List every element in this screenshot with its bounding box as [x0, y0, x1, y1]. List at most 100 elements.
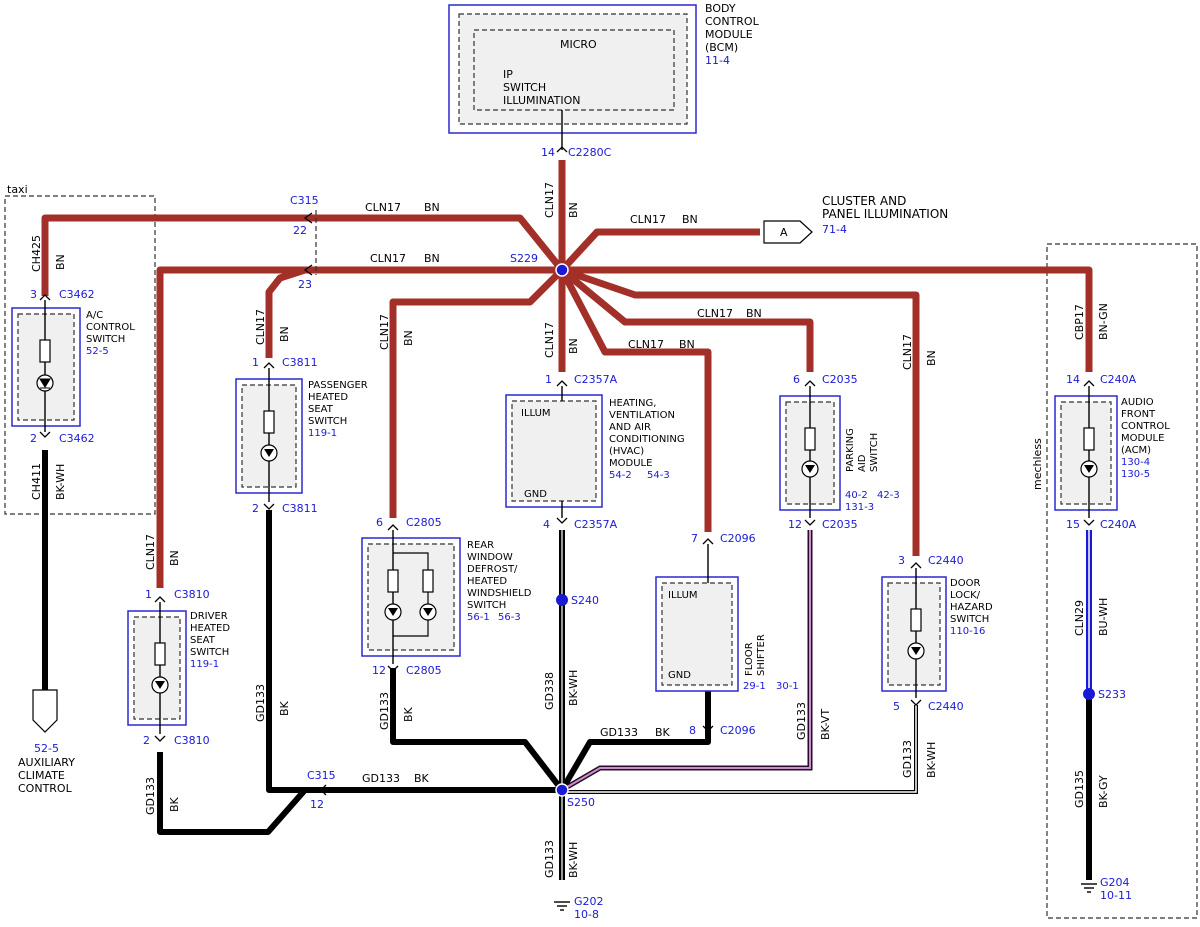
- c315-top-label: C315: [290, 194, 319, 207]
- bcm-pin: 14: [541, 146, 555, 159]
- hvac-wire-circuit: CLN17: [543, 322, 556, 358]
- pass-wire-color: BN: [278, 326, 291, 342]
- hvac-ref-2: 54-3: [647, 470, 670, 481]
- cluster-arrow-icon: [763, 220, 813, 244]
- defrost-title-6: SWITCH: [467, 600, 506, 611]
- acm-pin-top: 14: [1066, 373, 1080, 386]
- bcm-micro-label: MICRO: [560, 38, 597, 51]
- door-title-2: LOCK/: [950, 590, 981, 601]
- splice-s229-dot: [555, 263, 569, 277]
- hvac-illum-label: ILLUM: [521, 408, 551, 419]
- pass-connector-top: C3811: [282, 356, 318, 369]
- door-wire-color: BN: [925, 350, 938, 366]
- driver-wire-circuit: CLN17: [144, 534, 157, 570]
- bcm-ref: 11-4: [705, 54, 730, 67]
- taxi-group-box: [4, 195, 156, 515]
- door-title-1: DOOR: [950, 578, 980, 589]
- hvac-pin-top: 1: [545, 373, 552, 386]
- parking-title-2: AID: [857, 454, 868, 472]
- acm-wire-color: BN-GN: [1097, 303, 1110, 340]
- defrost-title-2: WINDOW: [467, 552, 513, 563]
- pass-connector-bottom: C3811: [282, 502, 318, 515]
- defrost-title-1: REAR: [467, 540, 494, 551]
- hvac-title-6: MODULE: [609, 458, 652, 469]
- defrost-connector-top: C2805: [406, 516, 442, 529]
- driver-pin-bottom: 2: [143, 734, 150, 747]
- shifter-gnd-label: GND: [668, 670, 691, 681]
- splice-s233-dot: [1083, 688, 1095, 700]
- defrost-title-3: DEFROST/: [467, 564, 518, 575]
- parking-wire-color: BN: [746, 307, 762, 320]
- door-pin-top: 3: [898, 554, 905, 567]
- parking-title-3: SWITCH: [869, 433, 880, 472]
- driver-title-2: HEATED: [190, 623, 230, 634]
- ac-gnd-color: BK-WH: [54, 464, 67, 500]
- mechless-group-label: mechless: [1031, 438, 1044, 490]
- pass-gnd-circuit: GD133: [254, 684, 267, 722]
- g202-color: BK-WH: [567, 842, 580, 878]
- bcm-wire-circuit: CLN17: [543, 182, 556, 218]
- shifter-pin-bottom: 8: [689, 724, 696, 737]
- acm-title-2: FRONT: [1121, 409, 1156, 420]
- defrost-gnd-circuit: GD133: [378, 692, 391, 730]
- ground-g202-icon: [554, 901, 570, 911]
- shifter-gnd-color: BK: [655, 726, 671, 739]
- cluster-circuit: CLN17: [630, 213, 666, 226]
- hvac-wire-color: BN: [567, 338, 580, 354]
- driver-connector-top: C3810: [174, 588, 210, 601]
- acm-title-5: (ACM): [1121, 445, 1151, 456]
- shifter-ref-2: 30-1: [776, 681, 799, 692]
- aux-climate-line-3: CONTROL: [18, 782, 73, 795]
- branch-second-circuit: CLN17: [370, 252, 406, 265]
- hvac-pin-bottom: 4: [543, 518, 550, 531]
- pass-gnd-color: BK: [278, 700, 291, 716]
- parking-pin-bottom: 12: [788, 518, 802, 531]
- ac-pin-top: 3: [30, 288, 37, 301]
- aux-climate-line-2: CLIMATE: [18, 769, 65, 782]
- g204-circuit: GD135: [1073, 770, 1086, 808]
- acm-wire-circuit: CBP17: [1073, 304, 1086, 340]
- bcm-inner-line-2: SWITCH: [503, 81, 546, 94]
- hvac-connector-top: C2357A: [574, 373, 618, 386]
- bcm-inner-line-1: IP: [503, 68, 513, 81]
- bcm-title-4: (BCM): [705, 41, 738, 54]
- c315-pin23: 23: [298, 278, 312, 291]
- shifter-illum-label: ILLUM: [668, 590, 698, 601]
- shifter-gnd-circuit: GD133: [600, 726, 638, 739]
- acm-gnd-circuit: CLN29: [1073, 600, 1086, 636]
- branch-second-color: BN: [424, 252, 440, 265]
- cluster-arrow-label: A: [780, 226, 788, 239]
- parking-ref-3: 131-3: [845, 502, 874, 513]
- acm-title-3: CONTROL: [1121, 421, 1170, 432]
- bcm-inner-line-3: ILLUMINATION: [503, 94, 581, 107]
- pass-title-3: SEAT: [308, 404, 334, 415]
- g202-circuit: GD133: [543, 840, 556, 878]
- connector-icon: [556, 146, 568, 153]
- driver-title-3: SEAT: [190, 635, 216, 646]
- hvac-title-1: HEATING,: [609, 398, 656, 409]
- driver-title-1: DRIVER: [190, 611, 228, 622]
- g202-name: G202: [574, 895, 604, 908]
- ground-g204-icon: [1081, 883, 1097, 893]
- parking-ref-1: 40-2: [845, 490, 868, 501]
- defrost-wire-color: BN: [402, 330, 415, 346]
- splice-s229-label: S229: [510, 252, 538, 265]
- acm-ref-1: 130-4: [1121, 457, 1150, 468]
- branch-top-circuit: CLN17: [365, 201, 401, 214]
- c315-pin22: 22: [293, 224, 307, 237]
- splice-s250-label: S250: [567, 796, 595, 809]
- hvac-gnd-color: BK-WH: [567, 670, 580, 706]
- shifter-wire-color: BN: [679, 338, 695, 351]
- shifter-connector-top: C2096: [720, 532, 756, 545]
- shifter-wire-circuit: CLN17: [628, 338, 664, 351]
- parking-title-1: PARKING: [845, 428, 856, 472]
- c315-gnd-circuit: GD133: [362, 772, 400, 785]
- driver-gnd-circuit: GD133: [144, 777, 157, 815]
- pass-wire-circuit: CLN17: [254, 309, 267, 345]
- defrost-pin-top: 6: [376, 516, 383, 529]
- hvac-connector-bottom: C2357A: [574, 518, 618, 531]
- g204-ref: 10-11: [1100, 889, 1132, 902]
- cluster-line-2: PANEL ILLUMINATION: [822, 207, 948, 221]
- acm-connector-bottom: C240A: [1100, 518, 1137, 531]
